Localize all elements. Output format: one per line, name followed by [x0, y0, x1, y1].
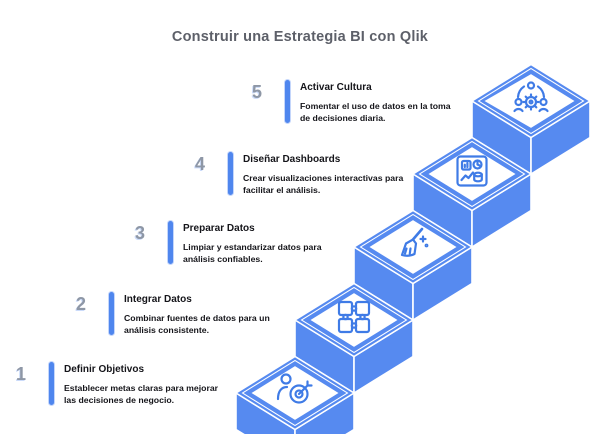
step-description: Crear visualizaciones interactivas para …: [243, 173, 404, 195]
step-text: Preparar Datos Limpiar y estandarizar da…: [183, 223, 331, 265]
step-platform-2: [294, 282, 414, 394]
step-text: Integrar Datos Combinar fuentes de datos…: [124, 294, 272, 336]
accent-bar: [48, 361, 55, 406]
accent-bar: [167, 220, 174, 265]
step-heading: Diseñar Dashboards: [243, 154, 341, 165]
step-number: 5: [251, 82, 262, 102]
platform-surface: [310, 293, 398, 347]
step-number: 2: [75, 294, 86, 314]
step-label-4: 4 Diseñar Dashboards Crear visualizacion…: [175, 151, 415, 196]
accent-bar: [108, 291, 115, 336]
step-label-5: 5 Activar Cultura Fomentar el uso de dat…: [232, 79, 458, 124]
step-label-3: 3 Preparar Datos Limpiar y estandarizar …: [115, 220, 331, 265]
broom-icon: [400, 227, 429, 257]
page-title: Construir una Estrategia BI con Qlik: [171, 29, 429, 45]
step-number: 1: [15, 364, 26, 384]
puzzle-icon: [337, 300, 371, 334]
accent-bar: [284, 79, 291, 124]
step-label-1: 1 Definir Objetivos Establecer metas cla…: [0, 361, 226, 406]
step-text: Diseñar Dashboards Crear visualizaciones…: [243, 154, 415, 196]
step-platform-1: [235, 355, 355, 434]
step-heading: Definir Objetivos: [64, 364, 145, 375]
step-heading: Preparar Datos: [183, 223, 255, 234]
platform-surface: [369, 220, 457, 274]
step-description: Combinar fuentes de datos para un anális…: [124, 313, 270, 335]
step-number: 3: [134, 223, 145, 243]
person-target-icon: [276, 373, 313, 404]
accent-bar: [227, 151, 234, 196]
step-heading: Activar Cultura: [300, 82, 372, 93]
step-platform-3: [353, 209, 473, 321]
step-text: Definir Objetivos Establecer metas clara…: [64, 364, 226, 406]
step-description: Limpiar y estandarizar datos para anális…: [183, 242, 322, 264]
team-gear-icon: [513, 81, 549, 113]
step-label-2: 2 Integrar Datos Combinar fuentes de dat…: [56, 291, 272, 336]
step-description: Fomentar el uso de datos en la toma de d…: [300, 101, 451, 123]
step-text: Activar Cultura Fomentar el uso de datos…: [300, 82, 458, 124]
step-number: 4: [194, 154, 205, 174]
step-heading: Integrar Datos: [124, 294, 192, 305]
step-description: Establecer metas claras para mejorar las…: [64, 383, 219, 405]
step-platform-4: [412, 136, 532, 248]
dashboard-icon: [456, 155, 488, 187]
step-platform-5: [471, 63, 591, 175]
